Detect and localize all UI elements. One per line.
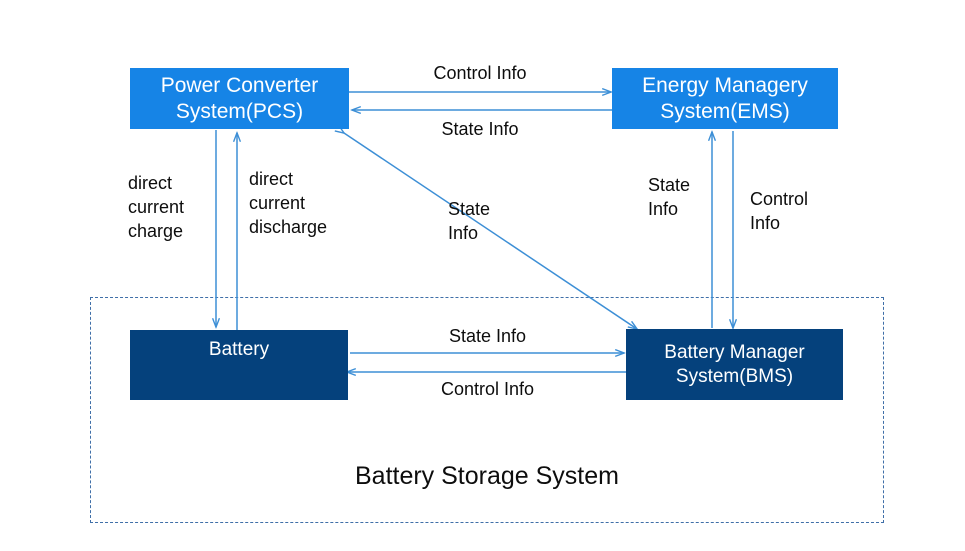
node-ems-line1: Energy Managery bbox=[642, 73, 808, 97]
label-state-info-battery-bms: State Info bbox=[448, 326, 527, 346]
node-power-converter-system[interactable]: Power Converter System(PCS) bbox=[130, 68, 349, 129]
label-state-info-diagonal: State Info bbox=[448, 199, 491, 243]
label-control-info-bms-battery: Control Info bbox=[440, 379, 535, 399]
node-bms-label: Battery Manager System(BMS) bbox=[664, 341, 804, 387]
label-direct-current-charge: direct current charge bbox=[128, 173, 185, 241]
label-control-info-pcs-ems: Control Info bbox=[433, 63, 527, 83]
label-direct-current-discharge: direct current discharge bbox=[249, 169, 328, 237]
node-bms-line1: Battery Manager bbox=[664, 342, 805, 364]
node-battery-management-system[interactable]: Battery Manager System(BMS) bbox=[626, 329, 843, 400]
label-state-info-ems-pcs: State Info bbox=[441, 119, 519, 139]
node-battery-label: Battery bbox=[208, 339, 270, 360]
node-pcs-line2: System(PCS) bbox=[175, 99, 304, 123]
node-battery[interactable]: Battery bbox=[130, 330, 348, 400]
label-state-info-bms-ems: State Info bbox=[648, 175, 691, 219]
node-ems-line2: System(EMS) bbox=[660, 99, 790, 123]
node-energy-management-system[interactable]: Energy Managery System(EMS) bbox=[612, 68, 838, 129]
label-control-info-ems-bms: Control Info bbox=[750, 189, 809, 233]
node-pcs-label: Power Converter System(PCS) bbox=[161, 73, 319, 124]
node-pcs-line1: Power Converter bbox=[160, 73, 319, 97]
group-title-battery-storage-system: Battery Storage System bbox=[354, 462, 619, 490]
node-bms-line2: System(BMS) bbox=[675, 365, 794, 387]
node-ems-label: Energy Managery System(EMS) bbox=[642, 73, 808, 124]
